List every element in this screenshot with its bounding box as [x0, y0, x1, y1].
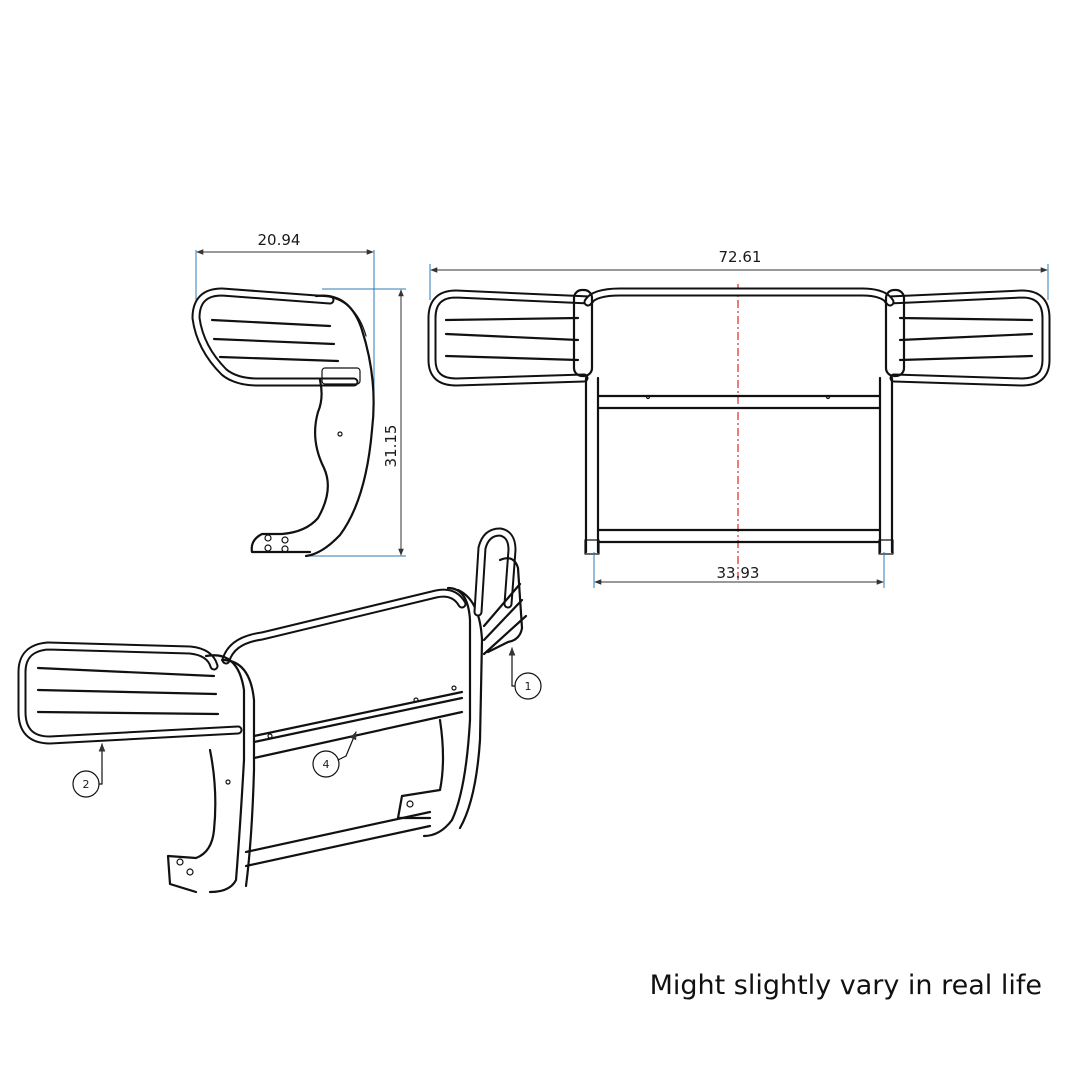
- front-cross-bars: [596, 394, 882, 544]
- iso-left-wing: [17, 641, 243, 745]
- side-width-dimension: 20.94: [195, 231, 375, 392]
- callout-2-label: 2: [83, 778, 90, 791]
- disclaimer-caption: Might slightly vary in real life: [649, 970, 1042, 1001]
- front-inner-width-label: 33.93: [717, 564, 760, 582]
- front-left-wing: [427, 289, 595, 387]
- side-view: 20.94 31.15: [191, 231, 406, 558]
- callout-4-label: 4: [323, 758, 330, 771]
- iso-right-wing: [473, 527, 528, 656]
- callout-4: 4: [312, 731, 357, 778]
- callout-1-label: 1: [525, 680, 532, 693]
- front-inner-width-dimension: 33.93: [593, 552, 885, 588]
- front-uprights: [572, 288, 906, 555]
- side-height-label: 31.15: [382, 425, 400, 468]
- side-guard-outline: [191, 287, 375, 558]
- isometric-view: 1 2 4: [17, 527, 542, 894]
- front-right-wing: [883, 289, 1051, 387]
- side-width-label: 20.94: [258, 231, 301, 249]
- side-height-dimension: 31.15: [306, 288, 406, 557]
- front-top-hoop: [583, 287, 895, 307]
- front-width-label: 72.61: [719, 248, 762, 266]
- callout-1: 1: [508, 647, 542, 700]
- front-width-dimension: 72.61: [429, 248, 1049, 300]
- callout-2: 2: [72, 743, 106, 798]
- iso-cross-bars: [176, 685, 464, 876]
- iso-main-hoop: [166, 586, 484, 894]
- front-view: 72.61: [427, 248, 1051, 588]
